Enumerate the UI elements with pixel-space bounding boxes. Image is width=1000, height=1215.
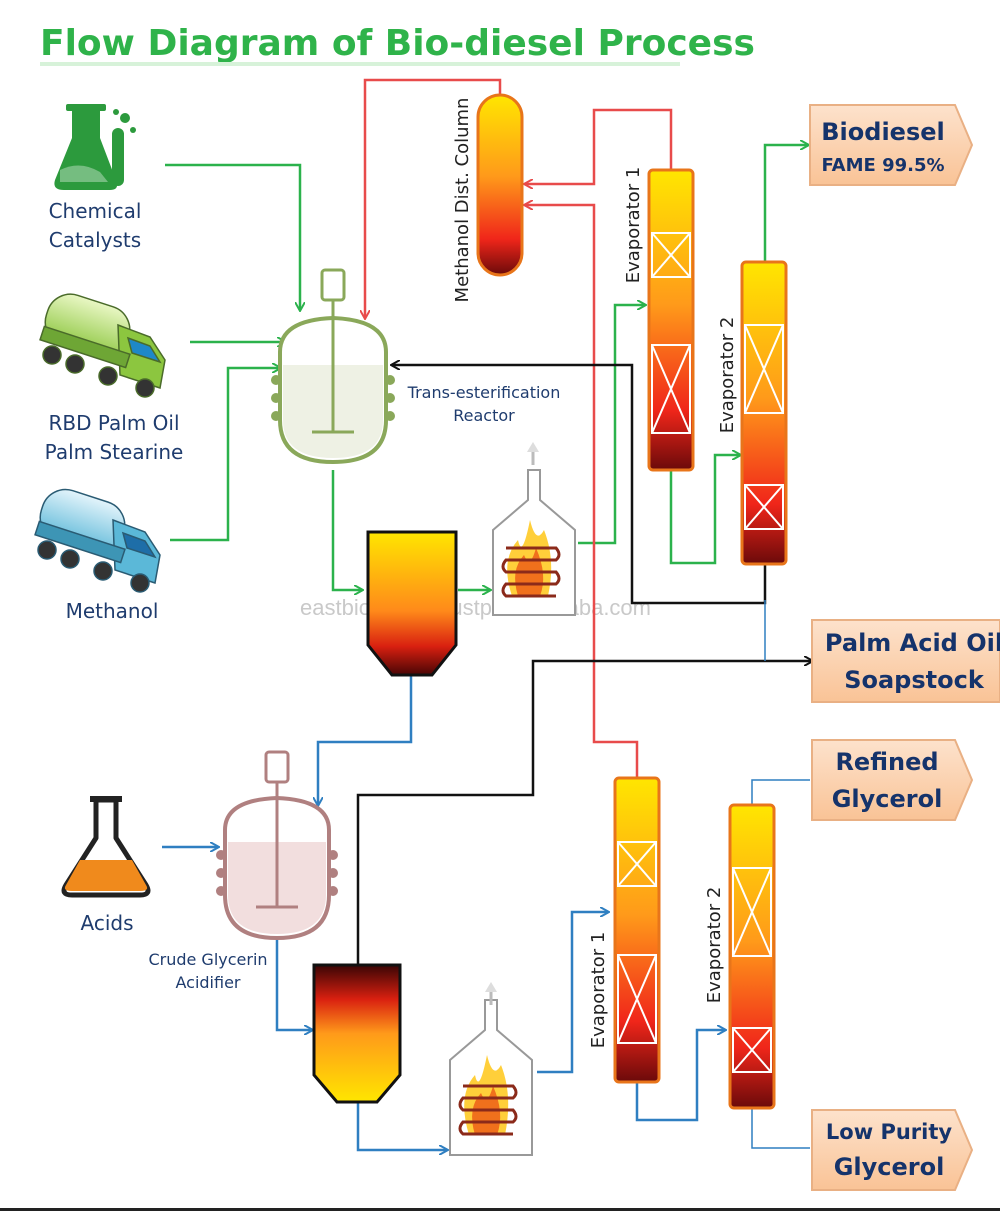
label-chemical-catalysts-2: Catalysts	[49, 228, 141, 252]
settling-tank-bottom	[312, 963, 402, 1104]
output-pao-sub: Soapstock	[844, 666, 985, 694]
line-evap1b-to-evap2b	[635, 1030, 725, 1122]
heater-top	[492, 442, 576, 616]
label-reactor-2: Reactor	[453, 406, 515, 425]
output-refined-label: Refined	[835, 748, 938, 776]
line-evap1-to-column	[525, 108, 673, 184]
output-biodiesel: Biodiesel FAME 99.5%	[809, 104, 974, 186]
settling-tank-top	[366, 530, 458, 677]
label-acidifier-2: Acidifier	[175, 973, 240, 992]
output-low-purity-glycerol: Low Purity Glycerol	[811, 1109, 974, 1191]
output-refined-glycerol: Refined Glycerol	[811, 739, 974, 821]
line-catalyst-to-reactor	[165, 163, 300, 310]
line-reactor-to-tank	[331, 470, 362, 590]
crude-glycerin-acidifier	[216, 750, 338, 941]
line-tank2-to-heater2	[356, 1102, 447, 1150]
output-pao-label: Palm Acid Oil	[825, 629, 1000, 657]
label-evap1-bottom: Evaporator 1	[588, 932, 609, 1049]
label-palm-oil-2: Palm Stearine	[45, 440, 184, 464]
output-lowpurity-label: Low Purity	[826, 1120, 952, 1144]
methanol-distillation-column	[476, 93, 524, 277]
bottom-border	[0, 1208, 1000, 1211]
methanol-truck-icon	[34, 488, 161, 593]
evaporator-2-bottom	[728, 803, 776, 1110]
flask-icon	[54, 104, 136, 190]
line-heater-to-evap1	[578, 305, 645, 545]
output-biodiesel-label: Biodiesel	[821, 118, 944, 146]
line-acidifier-to-tank2	[275, 935, 312, 1030]
output-palm-acid-oil: Palm Acid Oil Soapstock	[811, 619, 1000, 703]
line-to-refined-glycerol	[751, 779, 810, 805]
evaporator-2-top	[740, 260, 788, 566]
watermark: eastbiofuel99.trustpass.alibaba.com	[300, 595, 651, 620]
label-palm-oil-1: RBD Palm Oil	[48, 411, 179, 435]
label-evap2-top: Evaporator 2	[717, 317, 738, 434]
output-lowpurity-sub: Glycerol	[834, 1153, 945, 1181]
flow-lines	[162, 78, 812, 1150]
label-evap1-top: Evaporator 1	[623, 167, 644, 284]
title-underline	[40, 62, 680, 66]
line-tank-to-palm-acid-oil	[356, 661, 812, 965]
line-evap1-to-evap2	[669, 455, 740, 565]
evaporator-1-top	[647, 168, 695, 472]
heater-bottom	[449, 982, 533, 1156]
label-evap2-bottom: Evaporator 2	[704, 887, 725, 1004]
diagram-title: Flow Diagram of Bio-diesel Process	[40, 23, 755, 64]
line-recycle-to-reactor	[392, 365, 767, 605]
line-methanol-to-reactor	[170, 368, 280, 542]
line-tank-to-acidifier	[318, 675, 413, 805]
tanker-truck-icon	[39, 293, 166, 398]
acid-flask-icon	[61, 796, 151, 898]
line-to-low-purity	[751, 1108, 810, 1149]
line-evap2-to-biodiesel	[763, 145, 808, 262]
label-dist-column: Methanol Dist. Column	[452, 98, 473, 303]
transesterification-reactor	[271, 268, 395, 465]
evaporator-1-bottom	[613, 776, 661, 1084]
label-chemical-catalysts-1: Chemical	[49, 199, 142, 223]
output-biodiesel-sub: FAME 99.5%	[821, 155, 944, 176]
line-column-to-reactor	[365, 78, 502, 318]
label-methanol: Methanol	[66, 599, 159, 623]
line-heater2-to-evap1	[537, 912, 608, 1074]
output-refined-sub: Glycerol	[832, 785, 943, 813]
label-reactor-1: Trans-esterification	[407, 383, 561, 402]
line-glycerol-evap-to-column	[525, 205, 639, 780]
label-acids: Acids	[81, 911, 134, 935]
label-acidifier-1: Crude Glycerin	[148, 950, 267, 969]
